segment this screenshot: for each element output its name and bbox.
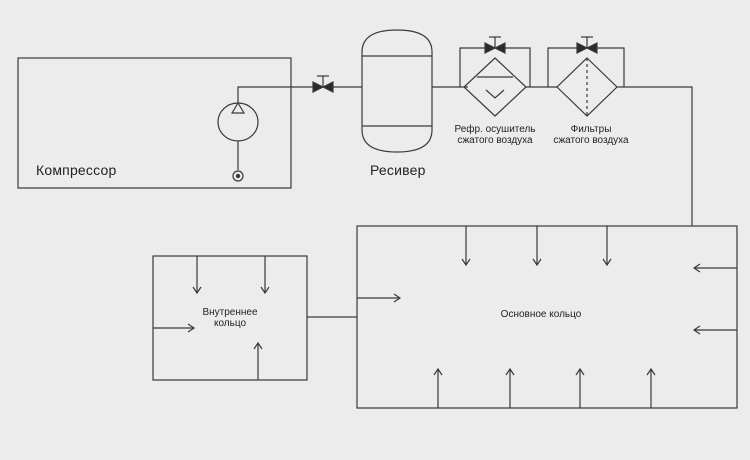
main-ring-arrow-right <box>357 293 402 303</box>
main-ring-arrows-up <box>433 367 656 408</box>
main-ring-label: Основное кольцо <box>500 309 582 320</box>
receiver-tank <box>361 29 433 153</box>
inner-ring-label-line1: Внутреннее <box>202 307 258 318</box>
dryer-label: Рефр. осушитель сжатого воздуха <box>454 124 535 146</box>
inner-ring-arrows <box>153 256 270 380</box>
filters-label-line1: Фильтры <box>570 124 612 135</box>
compressor-pump-icon <box>217 101 259 182</box>
main-ring-arrows-down <box>461 226 612 267</box>
pipe-filters-main-ring <box>617 86 693 226</box>
dryer-label-line1: Рефр. осушитель <box>454 124 536 135</box>
dryer-icon <box>463 57 527 117</box>
inner-ring-label: Внутреннее кольцо <box>202 307 257 329</box>
filter-icon <box>556 57 618 117</box>
dryer-label-line2: сжатого воздуха <box>457 135 533 146</box>
main-ring-arrows-left <box>692 263 737 335</box>
valve-icon <box>312 75 334 93</box>
inner-ring-label-line2: кольцо <box>213 318 247 329</box>
compressor-label: Компрессор <box>36 162 117 178</box>
receiver-label: Ресивер <box>370 162 426 178</box>
inner-ring-box <box>152 255 308 381</box>
compressor-box <box>17 57 292 189</box>
filters-bypass <box>547 36 625 87</box>
filters-label-line2: сжатого воздуха <box>553 135 629 146</box>
filters-label: Фильтры сжатого воздуха <box>553 124 628 146</box>
pipe-compressor-receiver <box>237 86 362 103</box>
dryer-bypass <box>459 36 531 87</box>
